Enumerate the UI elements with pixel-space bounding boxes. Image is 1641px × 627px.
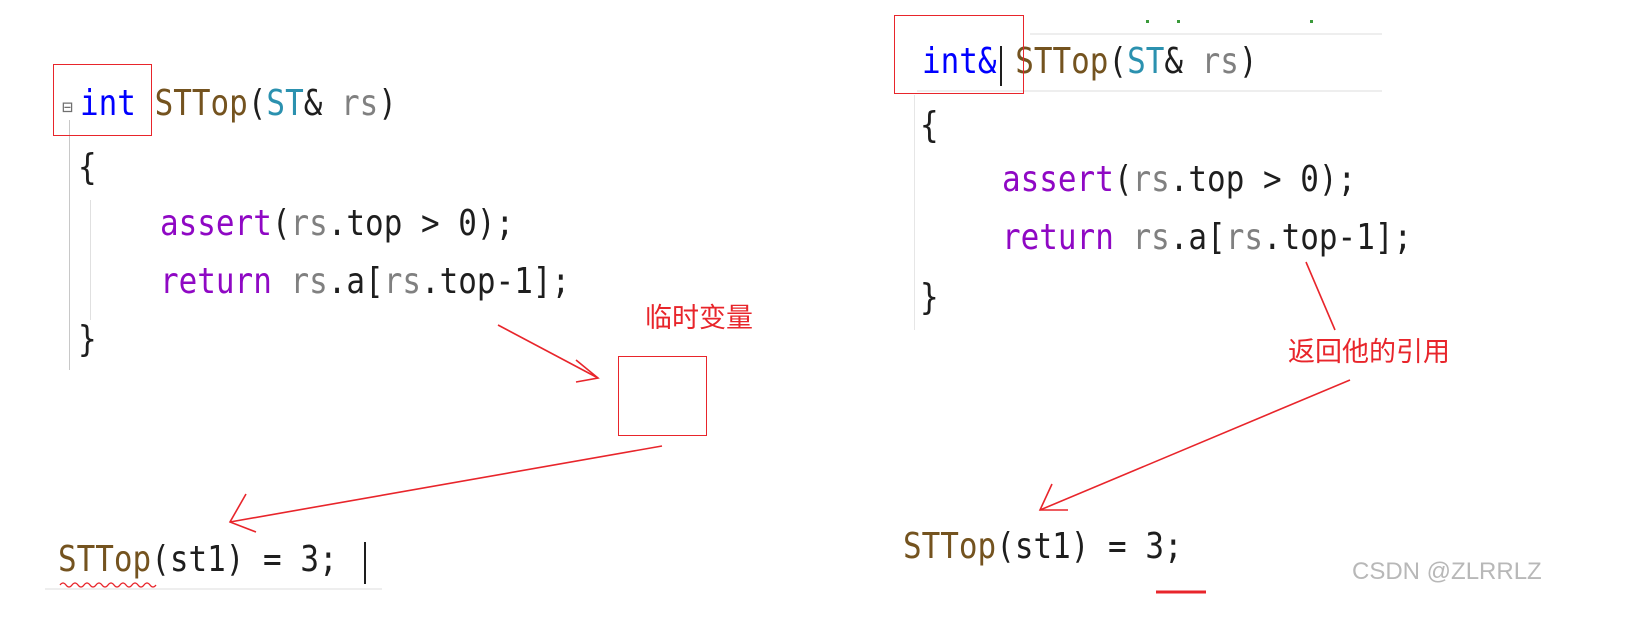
arrow-to-temp-box	[497, 324, 599, 379]
left-paren-open: (	[247, 83, 267, 124]
left-assert-obj: rs	[290, 203, 328, 244]
right-assert-kw: assert	[1002, 159, 1114, 200]
left-assert-rest: > 0);	[402, 203, 515, 244]
right-return-kw: return	[1002, 217, 1114, 258]
left-dotted-guide	[90, 200, 91, 320]
left-return-type-highlight-box	[53, 64, 152, 136]
left-return-type: int	[80, 83, 136, 124]
left-text-caret	[364, 542, 366, 584]
left-func-name: STTop	[154, 83, 248, 124]
left-call-open: (	[151, 539, 170, 580]
left-call-rest: ) = 3;	[225, 539, 338, 580]
right-signature-highlight	[917, 90, 1382, 92]
arrow-note-to-call	[1039, 379, 1351, 511]
right-call-line: STTop(st1) = 3;	[903, 527, 1183, 567]
csdn-watermark: CSDN @ZLRRLZ	[1352, 558, 1542, 585]
right-return-obj2: rs	[1225, 217, 1263, 258]
left-return-member: .a[	[327, 261, 384, 302]
arrow-temp-to-call	[229, 445, 663, 523]
right-brace-open: {	[920, 105, 939, 146]
left-fold-marker[interactable]: ⊟	[62, 97, 73, 118]
arrowhead-temp-box	[575, 359, 600, 383]
line-return-to-note	[1305, 261, 1336, 331]
right-assert-member: .top	[1169, 159, 1245, 200]
right-signature-line: int& STTop(ST& rs)	[922, 42, 1258, 82]
left-return-rest: .top-1];	[420, 261, 571, 302]
left-assert-member: .top	[327, 203, 403, 244]
left-return-obj2: rs	[383, 261, 421, 302]
right-assert-open: (	[1113, 159, 1133, 200]
left-signature-line: int STTop(ST& rs)	[80, 84, 397, 124]
right-return-type-highlight-box	[894, 15, 1024, 94]
left-brace-open: {	[78, 147, 97, 188]
left-error-squiggle	[59, 582, 157, 588]
green-mark	[1146, 20, 1149, 23]
right-call-func: STTop	[903, 526, 997, 567]
left-amp: &	[303, 83, 342, 124]
right-call-arg: st1	[1014, 526, 1071, 567]
left-return-obj: rs	[290, 261, 328, 302]
left-param-name: rs	[341, 83, 379, 124]
right-return-obj: rs	[1132, 217, 1170, 258]
right-param-name: rs	[1201, 41, 1239, 82]
left-return-kw: return	[160, 261, 272, 302]
right-return-member: .a[	[1169, 217, 1226, 258]
arrowhead-left-call	[228, 493, 257, 533]
right-assert-obj: rs	[1132, 159, 1170, 200]
left-indent-guide	[69, 120, 70, 370]
right-call-open: (	[996, 526, 1015, 567]
right-return-line: return rs.a[rs.top-1];	[1002, 218, 1412, 258]
temp-variable-box	[618, 356, 707, 436]
green-mark	[1310, 20, 1313, 23]
left-paren-close: )	[378, 83, 397, 124]
right-signature-highlight-top	[1030, 33, 1382, 35]
left-assert-open: (	[271, 203, 291, 244]
left-assert-line: assert(rs.top > 0);	[160, 204, 514, 244]
right-indent-guide	[914, 95, 915, 330]
left-annotation-temp-var: 临时变量	[645, 303, 753, 334]
right-return-type: int&	[922, 41, 997, 82]
right-call-rest: ) = 3;	[1070, 526, 1183, 567]
left-return-line: return rs.a[rs.top-1];	[160, 262, 570, 302]
right-paren-close: )	[1238, 41, 1258, 82]
right-annotation-return-ref: 返回他的引用	[1288, 337, 1450, 368]
left-call-line: STTop(st1) = 3;	[58, 540, 338, 580]
right-brace-close: }	[920, 277, 939, 318]
right-param-type: ST	[1127, 41, 1165, 82]
arrowhead-right-call	[1038, 483, 1068, 511]
right-assert-line: assert(rs.top > 0);	[1002, 160, 1356, 200]
right-paren-open: (	[1108, 41, 1128, 82]
left-call-underline	[45, 588, 382, 590]
left-brace-close: }	[78, 319, 97, 360]
right-amp: &	[1164, 41, 1202, 82]
left-call-arg: st1	[169, 539, 226, 580]
left-assert-kw: assert	[160, 203, 272, 244]
right-return-rest: .top-1];	[1262, 217, 1413, 258]
left-call-func: STTop	[58, 539, 152, 580]
green-mark	[1177, 20, 1180, 23]
left-param-type: ST	[266, 83, 304, 124]
right-assert-rest: > 0);	[1244, 159, 1357, 200]
right-func-name: STTop	[1015, 41, 1109, 82]
right-text-caret	[1000, 46, 1002, 86]
